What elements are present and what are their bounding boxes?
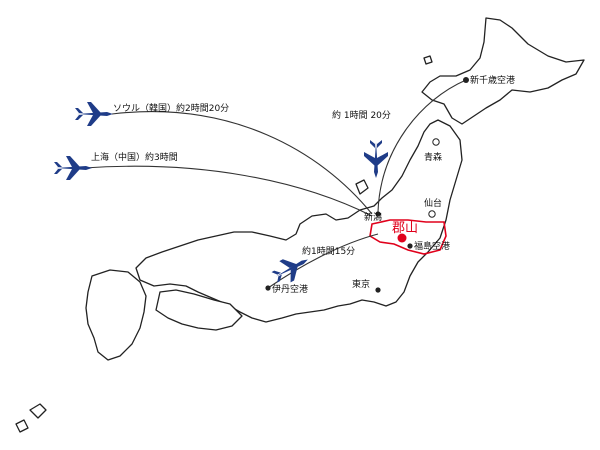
place-label-koriyama: 郡山 (392, 221, 418, 236)
shikoku-outline (155, 289, 243, 331)
place-label-shin-chitose: 新千歳空港 (470, 74, 515, 86)
city-dot-icon (375, 287, 381, 293)
city-dot-icon (407, 243, 413, 249)
airplane-icon (364, 140, 388, 178)
sado-island (355, 179, 369, 195)
route-chitose (377, 79, 467, 213)
route-label-chitose: 約 1時間 20分 (332, 109, 391, 121)
place-label-aomori: 青森 (424, 151, 442, 163)
city-dot-icon (428, 210, 436, 218)
southern-island-2 (15, 419, 29, 433)
route-label-itami: 約1時間15分 (302, 245, 355, 257)
city-dot-icon (463, 77, 469, 83)
honshu-outline (135, 119, 463, 323)
place-label-tokyo: 東京 (352, 278, 370, 290)
route-label-shanghai: 上海（中国）約3時間 (91, 151, 178, 163)
airplane-icon (54, 156, 92, 180)
kyushu-outline (85, 269, 147, 361)
route-label-seoul: ソウル（韓国）約2時間20分 (113, 102, 229, 114)
place-label-fukushima-airport: 福島空港 (414, 240, 450, 252)
fukushima-prefecture-highlight (369, 219, 447, 255)
place-label-sendai: 仙台 (424, 197, 442, 209)
place-label-itami-airport: 伊丹空港 (272, 283, 308, 295)
hokkaido-outline (421, 17, 585, 125)
airplane-icon (75, 102, 113, 126)
city-dot-icon (265, 285, 271, 291)
southern-island-1 (29, 403, 47, 419)
city-dot-icon (375, 211, 381, 217)
airplane-icon (271, 259, 308, 283)
city-dot-icon (432, 138, 440, 146)
place-label-niigata: 新潟 (364, 211, 382, 223)
koriyama-marker (397, 233, 407, 243)
route-shanghai (83, 165, 373, 217)
hokkaido-islet (423, 55, 433, 65)
route-seoul (111, 111, 373, 215)
